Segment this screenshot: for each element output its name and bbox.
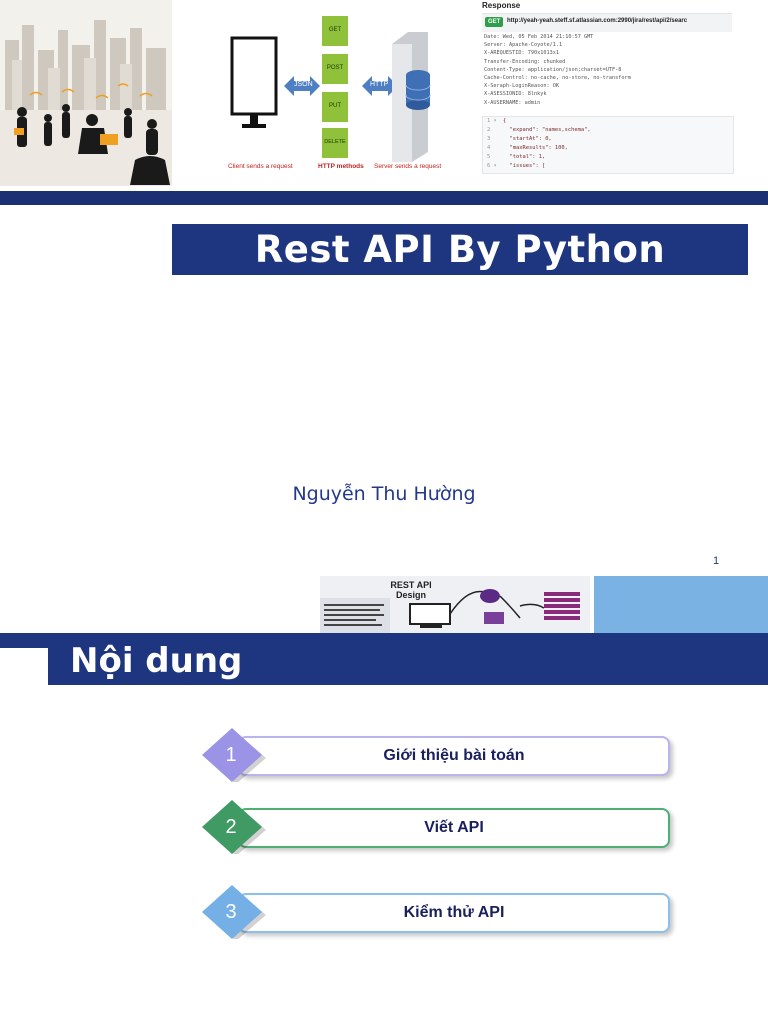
code-line: 5 "total": 1, (487, 154, 546, 160)
slide-2: REST API Design Nội dung Giới thiệu bài … (0, 576, 768, 1024)
agenda-pill: Viết API (238, 808, 670, 848)
agenda-label: Kiểm thử API (403, 904, 505, 921)
slide-title-box: Rest API By Python (172, 224, 748, 275)
code-line: 4 "maxResults": 100, (487, 145, 568, 151)
slide-title: Rest API By Python (254, 228, 666, 271)
header-line: Cache-Control: no-cache, no-store, no-tr… (484, 75, 631, 82)
response-headers: Date: Wed, 05 Feb 2014 21:10:57 GMT Serv… (484, 33, 728, 107)
diamond-badge (202, 728, 266, 782)
code-line: 3 "startAt": 0, (487, 136, 552, 142)
caption-client: Client sends a request (228, 163, 293, 170)
http-label: HTTP (370, 81, 389, 88)
header-band (0, 191, 768, 205)
agenda-label: Viết API (424, 819, 484, 836)
response-title: Response (482, 1, 521, 10)
agenda-label: Giới thiệu bài toán (383, 747, 525, 764)
response-panel: Response GET http://yeah-yeah.steff.sf.a… (478, 0, 734, 176)
http-flow-diagram (230, 16, 431, 162)
page-number: 1 (713, 555, 720, 567)
agenda-number: 2 (225, 815, 237, 838)
banner-title: REST API Design (390, 580, 432, 600)
request-url: http://yeah-yeah.steff.sf.atlassian.com:… (507, 18, 688, 24)
header-line: X-AREQUESTID: 790x1013x1 (484, 50, 559, 57)
caption-methods: HTTP methods (318, 163, 364, 170)
heading-notch (0, 648, 48, 685)
city-crowd-illustration (0, 0, 172, 186)
agenda-pill: Giới thiệu bài toán (238, 736, 670, 776)
agenda-number: 1 (225, 743, 237, 766)
caption-server: Server sends a request (374, 163, 442, 170)
response-body: 1 ▾{ 2 "expand": "names,schema", 3 "star… (482, 116, 734, 174)
code-line: 1 ▾{ (487, 118, 507, 124)
agenda-item-2[interactable]: Viết API 2 (200, 800, 674, 854)
author-name: Nguyễn Thu Hường (292, 483, 476, 505)
agenda-pill: Kiểm thử API (238, 893, 670, 933)
code-line: 6 ▾ "issues": [ (487, 163, 546, 169)
method-delete: DELETE (324, 139, 346, 145)
method-get: GET (328, 27, 342, 33)
header-line: X-Seraph-LoginReason: OK (484, 83, 559, 90)
diamond-badge (202, 800, 266, 854)
rest-api-design-banner (320, 576, 590, 633)
agenda-item-3[interactable]: Kiểm thử API 3 (200, 885, 674, 939)
section-heading: Nội dung (70, 641, 243, 681)
agenda-item-1[interactable]: Giới thiệu bài toán 1 (200, 728, 674, 782)
header-line: X-ASESSIONID: 8lnkyk (484, 91, 547, 98)
diamond-badge (202, 885, 266, 939)
header-line: X-AUSERNAME: admin (484, 99, 541, 106)
header-line: Transfer-Encoding: chunked (484, 58, 566, 65)
json-label: JSON (294, 81, 313, 88)
accent-block (594, 576, 768, 633)
code-line: 2 "expand": "names,schema", (487, 127, 591, 133)
header-line: Server: Apache-Coyote/1.1 (484, 42, 563, 49)
method-put: PUT (329, 103, 341, 109)
method-badge: GET (485, 17, 504, 27)
heading-band (0, 633, 768, 685)
slide-1: JSON HTTP GET POST PUT DELETE Client sen… (0, 0, 768, 567)
method-post: POST (326, 65, 344, 71)
request-url-bar: GET http://yeah-yeah.steff.sf.atlassian.… (482, 13, 732, 32)
agenda-number: 3 (225, 900, 237, 923)
header-line: Content-Type: application/json;charset=U… (484, 66, 622, 73)
header-line: Date: Wed, 05 Feb 2014 21:10:57 GMT (484, 34, 594, 40)
